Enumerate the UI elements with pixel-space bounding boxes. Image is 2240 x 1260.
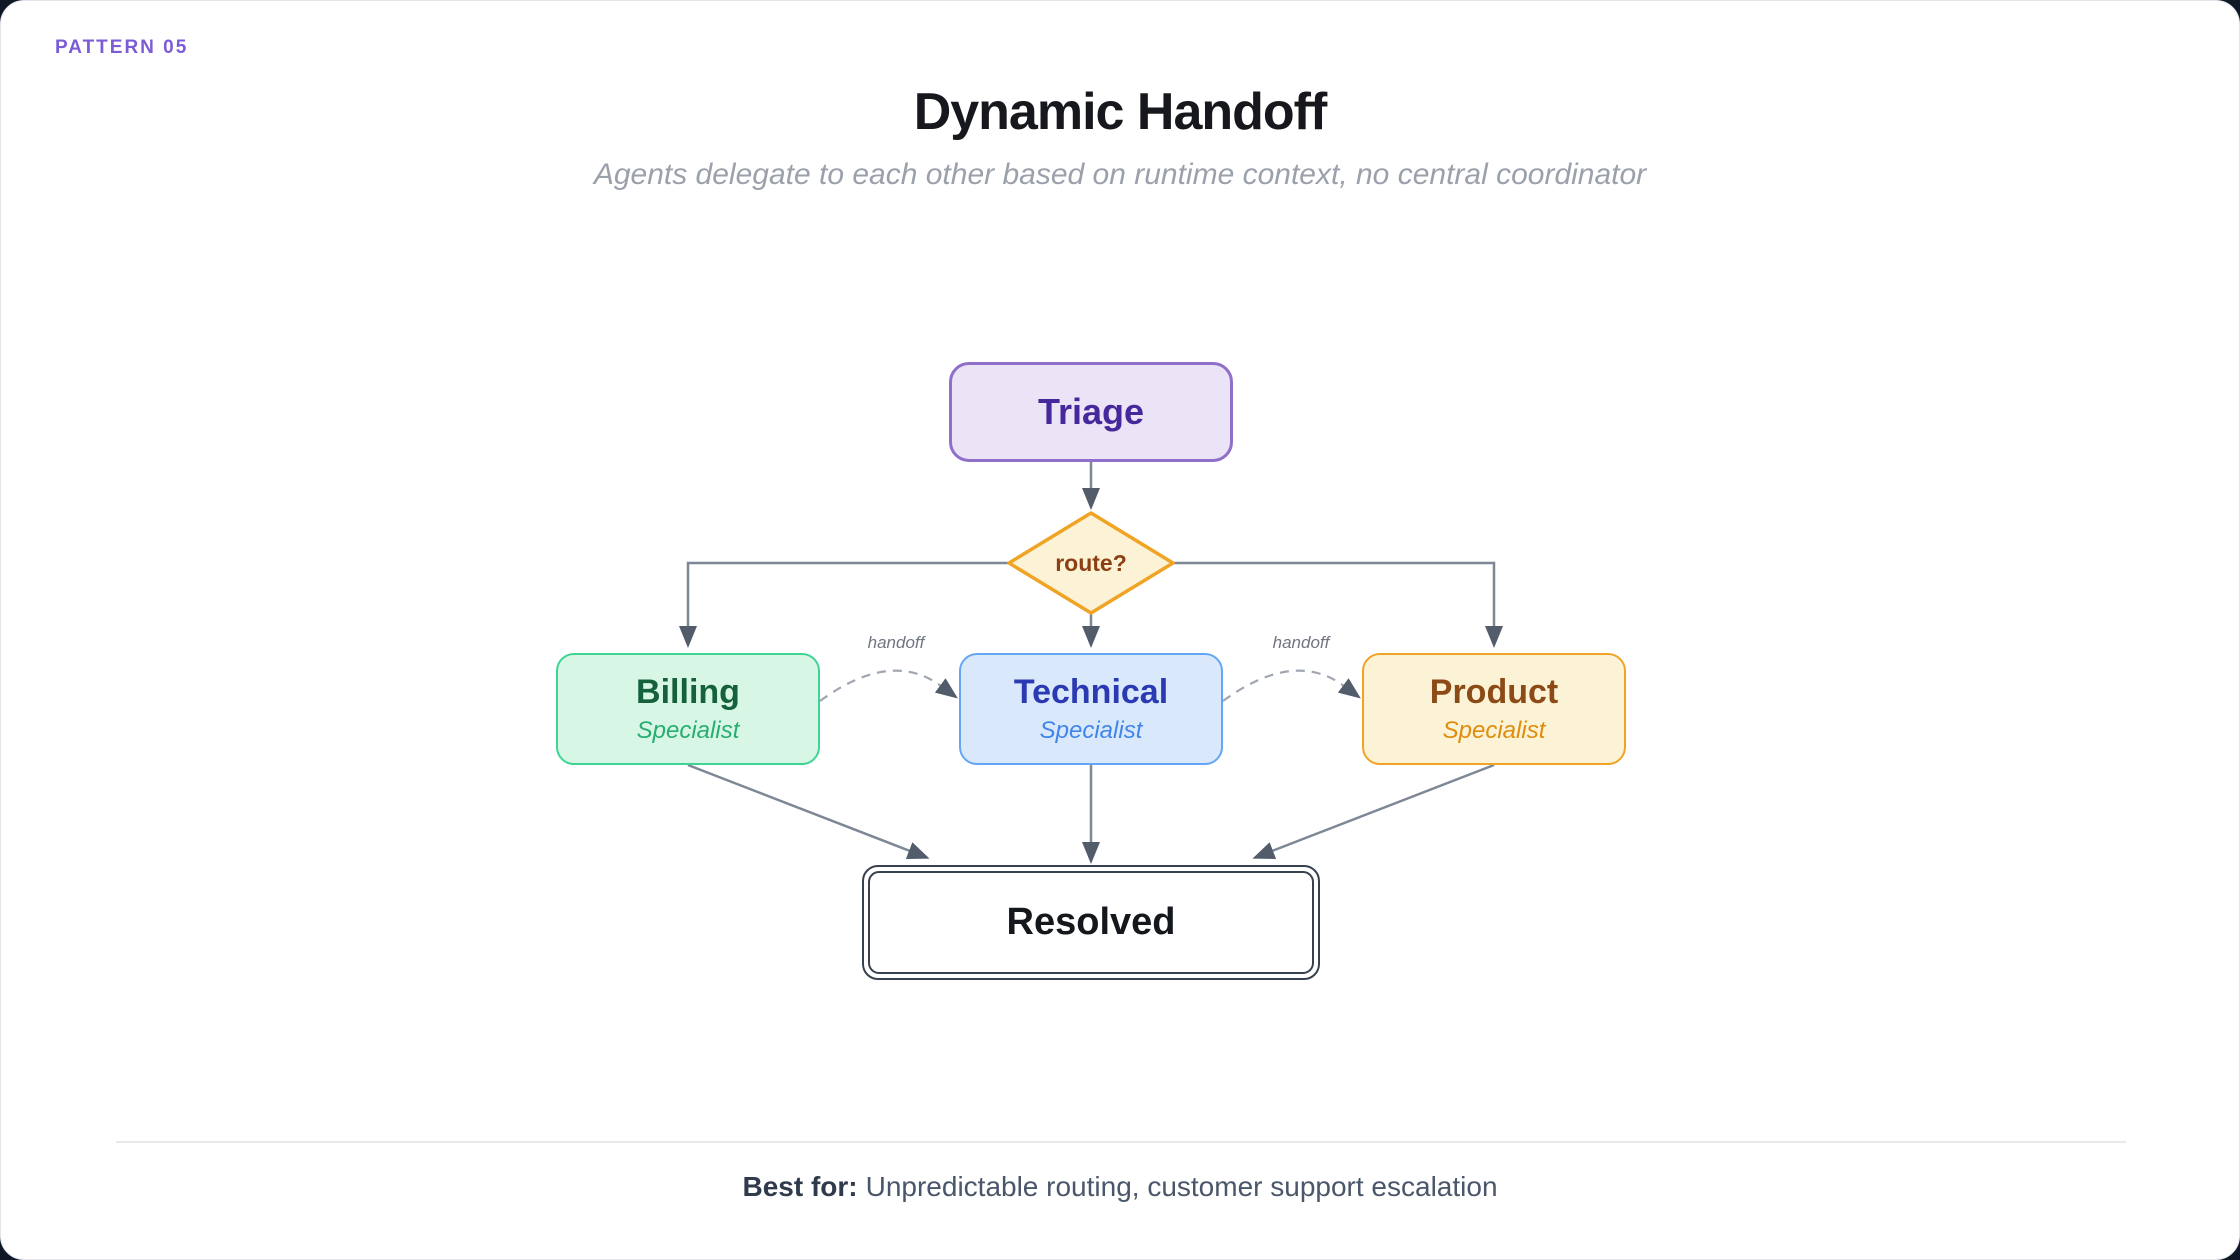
best-for-label: Best for: bbox=[742, 1171, 858, 1202]
connector-route-product bbox=[1173, 561, 1503, 648]
billing-node: Billing Specialist bbox=[556, 653, 820, 765]
page-title: Dynamic Handoff bbox=[913, 83, 1328, 141]
billing-label: Billing bbox=[636, 673, 740, 711]
resolved-node: Resolved bbox=[862, 865, 1320, 980]
product-role: Specialist bbox=[1442, 717, 1546, 744]
triage-node: Triage bbox=[949, 362, 1233, 462]
product-label: Product bbox=[1429, 673, 1559, 711]
product-node: Product Specialist bbox=[1362, 653, 1626, 765]
footer-divider bbox=[116, 1141, 2126, 1143]
pattern-badge: PATTERN 05 bbox=[55, 37, 189, 58]
technical-node: Technical Specialist bbox=[959, 653, 1223, 765]
technical-role: Specialist bbox=[1039, 717, 1143, 744]
triage-label: Triage bbox=[1037, 391, 1145, 432]
connector-handoff-technical-product bbox=[1222, 669, 1361, 702]
connector-product-resolved bbox=[1252, 763, 1495, 860]
best-for-text: Unpredictable routing, customer support … bbox=[865, 1171, 1498, 1202]
connector-billing-resolved bbox=[687, 763, 930, 860]
page-subtitle: Agents delegate to each other based on r… bbox=[593, 158, 1647, 191]
handoff-label-right: handoff bbox=[1272, 633, 1330, 652]
resolved-node-inner: Resolved bbox=[868, 871, 1314, 974]
technical-label: Technical bbox=[1013, 673, 1169, 711]
billing-role: Specialist bbox=[636, 717, 740, 744]
route-decision-label: route? bbox=[1055, 550, 1127, 576]
connector-handoff-billing-technical bbox=[819, 669, 958, 702]
connector-route-billing bbox=[679, 561, 1009, 648]
handoff-label-left: handoff bbox=[867, 633, 925, 652]
best-for-line: Best for:Unpredictable routing, customer… bbox=[1, 1171, 2239, 1203]
resolved-label: Resolved bbox=[1006, 901, 1176, 943]
